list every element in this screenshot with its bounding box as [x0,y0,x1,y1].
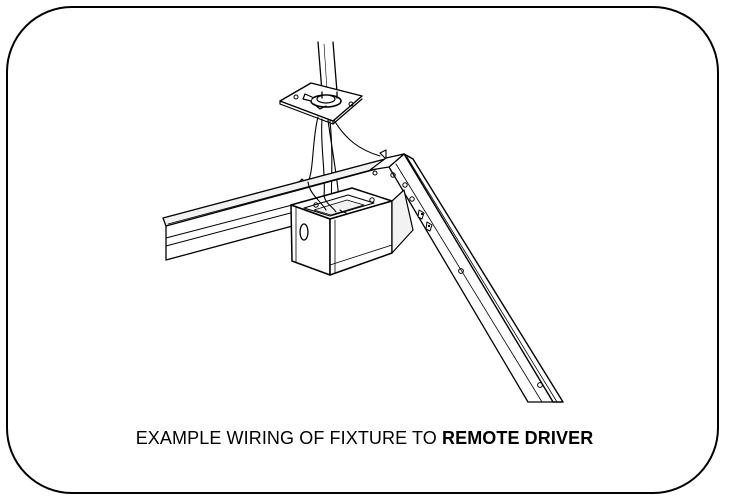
conduit-pipe-icon [317,41,338,93]
caption-emphasis: REMOTE DRIVER [441,428,594,448]
junction-box-icon [290,187,414,276]
figure-caption: EXAMPLE WIRING OF FIXTURE TO REMOTE DRIV… [0,428,729,449]
mounting-plate-icon [279,82,363,125]
caption-text: EXAMPLE WIRING OF FIXTURE TO [135,428,442,448]
box-wires-icon [307,181,347,214]
fixture-frame-icon [162,153,564,403]
